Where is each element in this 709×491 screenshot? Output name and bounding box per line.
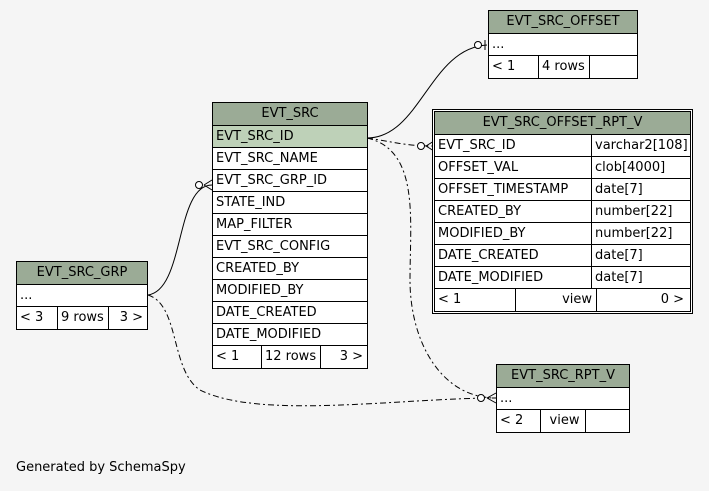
- column-name: DATE_CREATED: [435, 245, 592, 266]
- column-row[interactable]: DATE_MODIFIED: [213, 324, 367, 346]
- column-type: date[7]: [595, 248, 643, 263]
- column-type: number[22]: [595, 226, 673, 241]
- column-row-primary-key[interactable]: EVT_SRC_ID: [213, 126, 367, 148]
- column-type: number[22]: [595, 204, 673, 219]
- column-type: varchar2[108]: [595, 138, 688, 153]
- column-row[interactable]: ...: [497, 388, 629, 410]
- column-row[interactable]: ...: [489, 34, 637, 56]
- column-row[interactable]: EVT_SRC_CONFIG: [213, 236, 367, 258]
- parents-count[interactable]: < 1: [213, 346, 262, 368]
- column-name: OFFSET_VAL: [435, 157, 592, 178]
- parents-count[interactable]: < 1: [435, 289, 516, 311]
- column-name: OFFSET_TIMESTAMP: [435, 179, 592, 200]
- table-footer: < 1 4 rows: [489, 56, 637, 78]
- table-title[interactable]: EVT_SRC_RPT_V: [497, 365, 629, 388]
- table-kind: view: [541, 410, 586, 432]
- rel-evt-src-grp-rpt-v: [147, 294, 497, 407]
- table-evt-src[interactable]: EVT_SRC EVT_SRC_ID EVT_SRC_NAME EVT_SRC_…: [212, 102, 368, 369]
- table-title[interactable]: EVT_SRC: [213, 103, 367, 126]
- column-row[interactable]: EVT_SRC_NAME: [213, 148, 367, 170]
- table-footer: < 1 view 0 >: [435, 289, 690, 311]
- table-title[interactable]: EVT_SRC_OFFSET_RPT_V: [435, 112, 690, 135]
- parents-count[interactable]: < 1: [489, 56, 539, 78]
- column-name: DATE_MODIFIED: [435, 267, 592, 288]
- rel-evt-src-grp: [147, 184, 213, 296]
- rel-evt-src-offset-crow: [474, 41, 482, 49]
- row-count: 9 rows: [58, 307, 109, 329]
- column-row[interactable]: STATE_IND: [213, 192, 367, 214]
- table-evt-src-offset[interactable]: EVT_SRC_OFFSET ... < 1 4 rows: [488, 10, 638, 79]
- children-count[interactable]: [590, 56, 637, 78]
- parents-count[interactable]: < 3: [17, 307, 58, 329]
- children-count[interactable]: [586, 410, 629, 432]
- column-name: CREATED_BY: [435, 201, 592, 222]
- rel-evt-src-offset: [366, 44, 488, 139]
- table-title[interactable]: EVT_SRC_OFFSET: [489, 11, 637, 34]
- column-name: EVT_SRC_ID: [435, 135, 592, 156]
- column-type: clob[4000]: [595, 160, 666, 175]
- children-count[interactable]: 3 >: [339, 349, 363, 364]
- table-title[interactable]: EVT_SRC_GRP: [17, 262, 147, 285]
- column-row[interactable]: MAP_FILTER: [213, 214, 367, 236]
- column-type: date[7]: [595, 270, 643, 285]
- column-name: MODIFIED_BY: [435, 223, 592, 244]
- children-count[interactable]: 0 >: [660, 292, 684, 307]
- column-row[interactable]: MODIFIED_BY: [213, 280, 367, 302]
- column-row[interactable]: CREATED_BY: [213, 258, 367, 280]
- column-row[interactable]: ...: [17, 285, 147, 307]
- table-evt-src-grp[interactable]: EVT_SRC_GRP ... < 3 9 rows 3 >: [16, 261, 148, 330]
- row-count: 4 rows: [539, 56, 590, 78]
- table-footer: < 1 12 rows 3 >: [213, 346, 367, 368]
- table-footer: < 3 9 rows 3 >: [17, 307, 147, 329]
- column-row[interactable]: EVT_SRC_GRP_ID: [213, 170, 367, 192]
- rel-evt-src-rpt-v: [366, 137, 497, 399]
- row-count: 12 rows: [262, 346, 321, 368]
- generator-credit: Generated by SchemaSpy: [16, 460, 186, 475]
- table-kind: view: [516, 289, 597, 311]
- column-type: date[7]: [595, 182, 643, 197]
- view-evt-src-rpt-v[interactable]: EVT_SRC_RPT_V ... < 2 view: [496, 364, 630, 433]
- table-footer: < 2 view: [497, 410, 629, 432]
- parents-count[interactable]: < 2: [497, 410, 541, 432]
- children-count[interactable]: 3 >: [119, 310, 143, 325]
- column-row[interactable]: DATE_CREATED: [213, 302, 367, 324]
